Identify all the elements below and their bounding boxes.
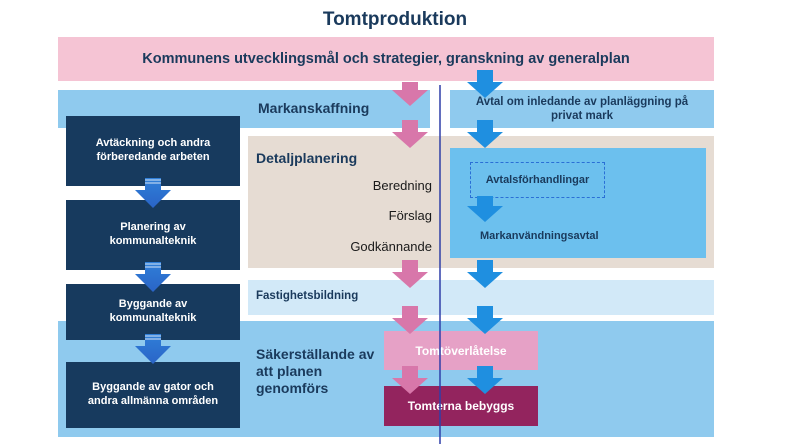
step-beredning: Beredning bbox=[372, 178, 432, 193]
markanvandningsavtal-label: Markanvändningsavtal bbox=[480, 230, 599, 242]
avtalsforhandlingar-dashed-box bbox=[470, 162, 605, 198]
avtalsforhandlingar-label: Avtalsförhandlingar bbox=[485, 174, 590, 186]
fastighetsbildning-label: Fastighetsbildning bbox=[256, 290, 359, 302]
detaljplanering-heading: Detaljplanering bbox=[256, 150, 358, 166]
goals-banner: Kommunens utvecklingsmål och strategier,… bbox=[58, 37, 714, 81]
step-forslag: Förslag bbox=[388, 208, 432, 223]
markanskaffning-label: Markanskaffning bbox=[258, 100, 370, 116]
tomtoverlatelse-box: Tomtöverlåtelse bbox=[384, 331, 538, 370]
left-step-1: Avtäckning och andra förberedande arbete… bbox=[66, 116, 240, 186]
sakerstallande-label: Säkerställande av att planen genomförs bbox=[256, 346, 375, 396]
left-step-2: Planering av kommunalteknik bbox=[66, 200, 240, 270]
right-top-label: Avtal om inledande av planläggning på pr… bbox=[475, 96, 689, 122]
tomterna-bebyggs-box: Tomterna bebyggs bbox=[384, 386, 538, 426]
diagram-title: Tomtproduktion bbox=[322, 9, 468, 30]
step-godkannande: Godkännande bbox=[350, 239, 432, 254]
left-step-3: Byggande av kommunalteknik bbox=[66, 284, 240, 340]
left-step-4: Byggande av gator och andra allmänna omr… bbox=[66, 362, 240, 428]
